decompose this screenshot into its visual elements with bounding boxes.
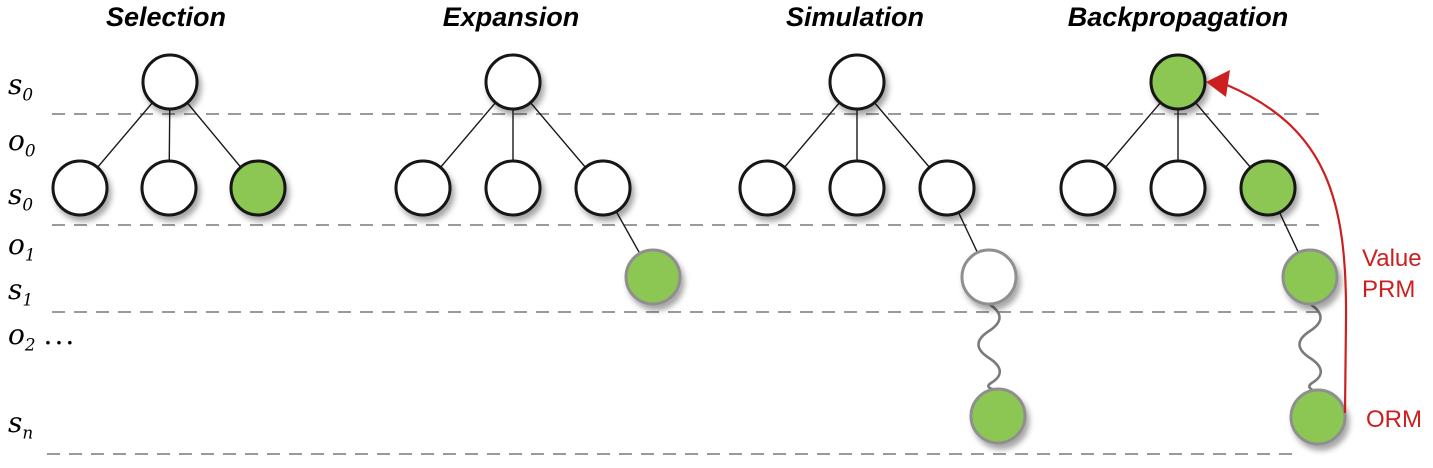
value-prm-line2: PRM [1362, 276, 1416, 303]
row-label-base: o [8, 228, 25, 261]
selection-selected-node [229, 159, 287, 217]
row-label-base: o [8, 318, 25, 351]
selection-child-node-1 [51, 159, 109, 217]
simulation-tree [738, 53, 1027, 445]
row-label-o1: o1 [8, 228, 44, 263]
backprop-child-node-1 [1059, 159, 1117, 217]
value-prm-label: Value PRM [1362, 243, 1422, 305]
simulation-child-node-3 [918, 159, 976, 217]
expansion-tree [394, 53, 682, 306]
row-label-sub: 1 [22, 289, 34, 310]
row-label-s0-root: s0 [8, 68, 41, 103]
row-label-o0: o0 [8, 124, 44, 159]
row-label-s0-child: s0 [8, 178, 41, 213]
backprop-selected-node [1239, 159, 1297, 217]
backpropagation-tree [1059, 53, 1348, 446]
level-separators [47, 113, 1328, 455]
row-label-base: s [8, 68, 23, 101]
value-prm-line1: Value [1362, 245, 1422, 272]
row-label-base: s [8, 273, 23, 306]
selection-child-node-2 [140, 159, 198, 217]
row-label-sub: n [22, 422, 34, 443]
expansion-child-node-3 [574, 159, 632, 217]
row-label-sub: 1 [24, 244, 36, 265]
selection-tree [51, 53, 287, 217]
expansion-child-node-1 [394, 159, 452, 217]
simulation-rollout-node [960, 248, 1018, 306]
row-label-base: s [8, 406, 23, 439]
expansion-expanded-node [624, 248, 682, 306]
row-label-sub: 2 [24, 334, 36, 355]
rollout-squiggle [1298, 302, 1323, 394]
row-label-base: s [8, 178, 23, 211]
expansion-root-node [484, 53, 542, 111]
phase-title-selection: Selection [105, 2, 227, 32]
row-label-base: o [8, 124, 25, 157]
row-label-o2-ellipsis: o2... [8, 318, 77, 353]
expansion-child-node-2 [484, 159, 542, 217]
row-label-s1: s1 [8, 273, 41, 308]
backprop-value-prm-node [1281, 248, 1339, 306]
orm-label: ORM [1366, 406, 1422, 433]
phase-title-simulation: Simulation [785, 2, 925, 32]
simulation-leaf-node [969, 387, 1027, 445]
row-label-sub: 0 [24, 140, 36, 161]
rollout-squiggle [977, 302, 1002, 392]
selection-root-node [141, 53, 199, 111]
row-label-sub: 0 [22, 84, 34, 105]
phase-title-expansion: Expansion [442, 2, 580, 32]
row-label-sub: 0 [22, 194, 34, 215]
backprop-orm-node [1289, 388, 1347, 446]
row-label-sn: sn [8, 406, 41, 441]
backprop-root-node [1149, 53, 1207, 111]
simulation-root-node [828, 53, 886, 111]
simulation-child-node-1 [738, 159, 796, 217]
backprop-arrowhead-icon [1206, 70, 1230, 97]
backprop-child-node-2 [1149, 159, 1207, 217]
phase-title-backpropagation: Backpropagation [1067, 2, 1289, 32]
simulation-child-node-2 [828, 159, 886, 217]
row-label-suffix: ... [43, 318, 77, 351]
backprop-arrow-path [1226, 83, 1348, 414]
